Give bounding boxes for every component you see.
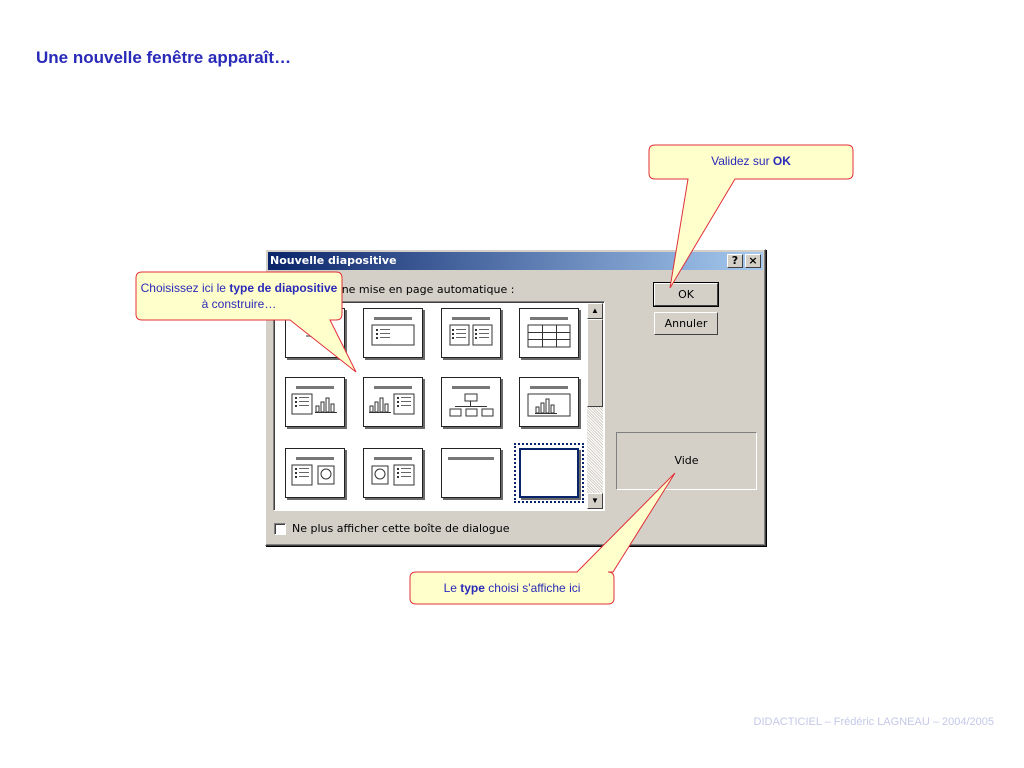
layout-text-and-chart[interactable] [285,377,345,427]
callout-preview-shape [409,472,676,605]
callout-type-text: Choisissez ici le type de diapositive à … [140,280,338,312]
scroll-down-button[interactable]: ▼ [587,493,603,509]
chart-icon [527,386,571,417]
callout-type-shape [135,271,357,373]
callout-ok-text: Validez sur OK [651,153,851,169]
dont-show-again-checkbox[interactable] [274,523,286,535]
layout-chart[interactable] [519,377,579,427]
two-column-text-icon [449,317,493,346]
text-and-chart-icon [291,386,337,415]
layout-organization-chart[interactable] [441,377,501,427]
help-button[interactable]: ? [727,254,743,268]
callout-ok-shape [648,144,854,289]
scrollbar-thumb[interactable] [587,319,603,407]
callout-type-after: à construire… [201,297,277,311]
dont-show-again-label[interactable]: Ne plus afficher cette boîte de dialogue [292,522,510,535]
layout-preview: Vide [616,432,757,490]
title-only-icon [448,457,494,460]
ok-button[interactable]: OK [654,283,718,306]
layout-chart-and-text[interactable] [363,377,423,427]
layout-two-column-text[interactable] [441,308,501,358]
bulleted-list-icon [371,317,415,346]
footer-credit: DIDACTICIEL – Frédéric LAGNEAU – 2004/20… [753,716,994,728]
table-icon [527,317,571,348]
cancel-button[interactable]: Annuler [654,312,718,335]
callout-type-before: Choisissez ici le [140,281,230,295]
dialog-title: Nouvelle diapositive [270,254,397,267]
layout-table[interactable] [519,308,579,358]
callout-preview-after: choisi s'affiche ici [484,581,581,595]
preview-label: Vide [674,454,699,467]
layout-listbox[interactable]: ▲ ▼ [273,301,605,511]
new-slide-dialog: Nouvelle diapositive ? × Choisissez une … [265,249,766,546]
layout-blank[interactable] [514,443,584,503]
dialog-titlebar[interactable]: Nouvelle diapositive ? × [268,252,763,270]
close-button[interactable]: × [745,254,761,268]
layout-bulleted-list[interactable] [363,308,423,358]
organization-chart-icon [449,386,494,417]
callout-preview-text: Le type choisi s'affiche ici [412,580,612,596]
chart-and-text-icon [369,386,415,415]
callout-type-bold: type de diapositive [229,281,338,295]
layout-title-only[interactable] [441,448,501,498]
clip-art-and-text-icon [371,457,415,486]
callout-preview-bold: type [460,581,485,595]
layout-text-and-clip-art[interactable] [285,448,345,498]
callout-preview-before: Le [443,581,461,595]
slide-title: Une nouvelle fenêtre apparaît… [36,48,292,67]
callout-ok-bold: OK [772,154,791,168]
text-and-clip-art-icon [291,457,335,486]
callout-ok-before: Validez sur [711,154,773,168]
vertical-scrollbar[interactable]: ▲ ▼ [587,303,603,509]
layout-clip-art-and-text[interactable] [363,448,423,498]
scroll-up-button[interactable]: ▲ [587,303,603,319]
